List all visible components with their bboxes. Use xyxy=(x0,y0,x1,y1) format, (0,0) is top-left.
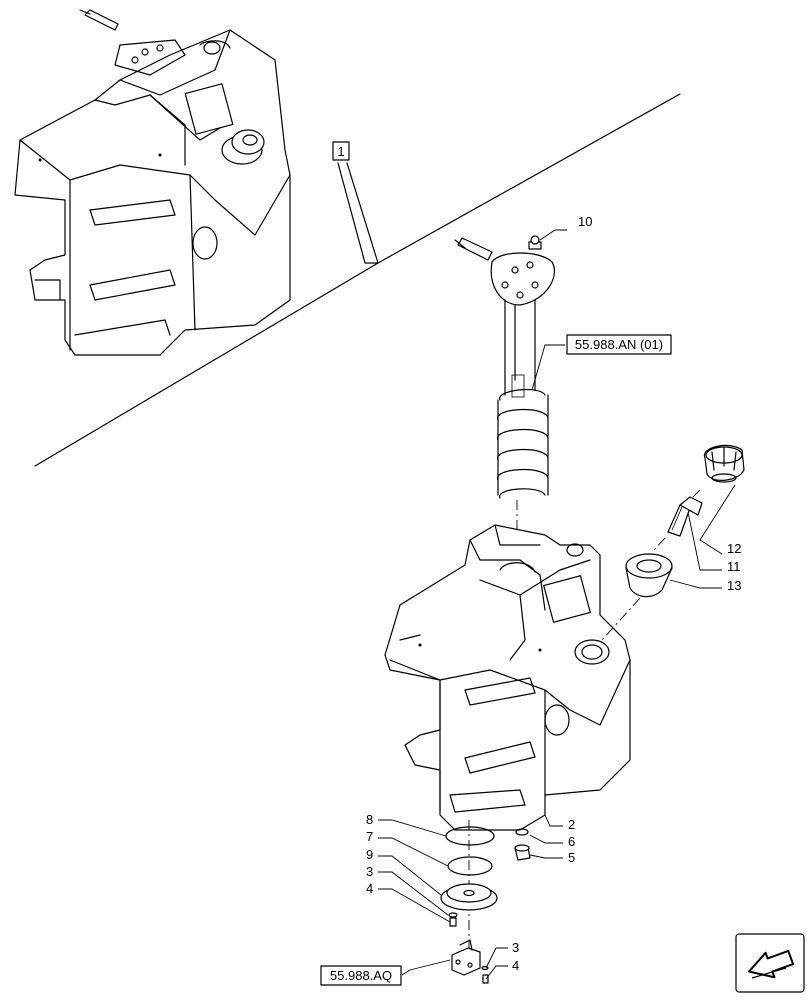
svg-text:55.988.AQ: 55.988.AQ xyxy=(330,968,392,983)
fuel-tank xyxy=(384,524,631,831)
callout-4-right[interactable]: 4 xyxy=(512,958,519,973)
screw-10 xyxy=(528,235,542,250)
inset-frame-line-lower xyxy=(34,262,379,467)
callout-6[interactable]: 6 xyxy=(568,834,575,849)
callout-10[interactable]: 10 xyxy=(578,214,592,229)
callout-3-left[interactable]: 3 xyxy=(366,864,373,879)
adaptor-11 xyxy=(667,496,703,537)
callout-11[interactable]: 11 xyxy=(727,559,741,574)
seal-6 xyxy=(515,828,529,836)
svg-text:1: 1 xyxy=(337,144,344,159)
callout-2[interactable]: 2 xyxy=(568,817,575,832)
inset-pointer-left xyxy=(337,162,379,264)
washer-3-right xyxy=(481,965,489,971)
callout-4-left[interactable]: 4 xyxy=(366,881,373,896)
svg-text:55.988.AN (01): 55.988.AN (01) xyxy=(575,337,663,352)
inset-pointer-right xyxy=(346,162,379,264)
next-page-arrow-icon[interactable] xyxy=(735,933,805,993)
callout-3-right[interactable]: 3 xyxy=(512,940,519,955)
callout-5[interactable]: 5 xyxy=(568,850,575,865)
pump-assembly xyxy=(451,939,481,976)
callout-1[interactable]: 1 xyxy=(332,141,350,161)
filler-cap-12 xyxy=(703,444,745,483)
callout-9[interactable]: 9 xyxy=(366,847,373,862)
screw-4-right xyxy=(482,974,489,984)
axis-adaptor xyxy=(651,537,666,553)
callout-13[interactable]: 13 xyxy=(727,578,741,593)
overview-tank xyxy=(14,9,291,356)
reference-pump[interactable]: 55.988.AQ xyxy=(320,965,402,986)
axis-cap xyxy=(689,489,701,501)
leader-lines xyxy=(378,229,736,980)
strainer-13 xyxy=(625,553,673,598)
callout-8[interactable]: 8 xyxy=(366,812,373,827)
screw-4-left xyxy=(449,917,457,927)
axis-strainer xyxy=(601,597,641,641)
callout-12[interactable]: 12 xyxy=(727,541,741,556)
washer-3-left xyxy=(448,912,458,918)
reference-sender[interactable]: 55.988.AN (01) xyxy=(566,334,672,355)
plate-9 xyxy=(440,883,498,911)
seal-7 xyxy=(447,856,493,876)
inset-frame-line-upper xyxy=(377,93,681,264)
fuel-level-sender xyxy=(454,237,556,499)
callout-7[interactable]: 7 xyxy=(366,829,373,844)
drain-plug-5 xyxy=(514,844,531,861)
